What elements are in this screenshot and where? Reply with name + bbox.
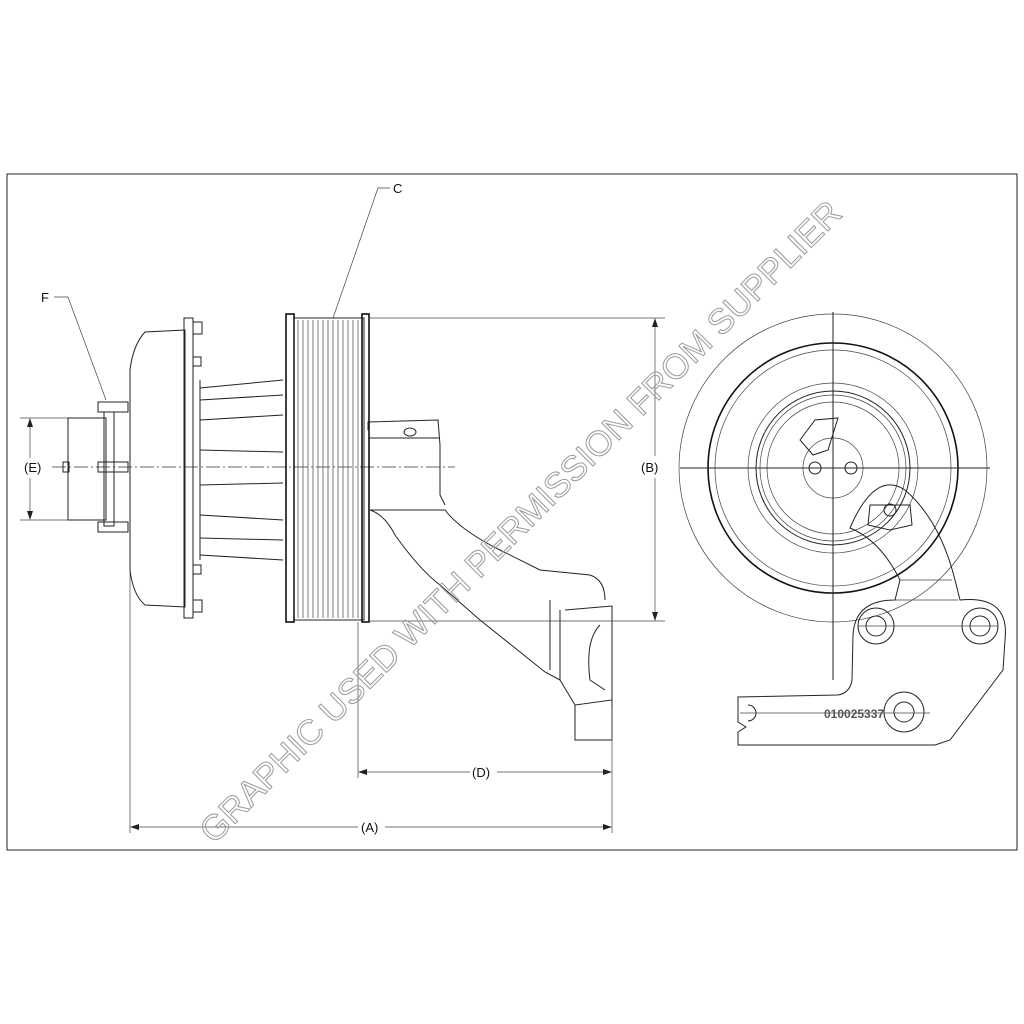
- dimension-arrows: [27, 318, 658, 830]
- watermark: GRAPHIC USED WITH PERMISSION FROM SUPPLI…: [192, 193, 849, 850]
- dimension-a-label: (A): [361, 820, 378, 835]
- dimension-e-label: (E): [24, 460, 41, 475]
- fan-drive-housing: [129, 329, 186, 608]
- drawing-frame: [6, 173, 1018, 851]
- dimension-b-label: (B): [641, 460, 658, 475]
- callout-f-leader: [54, 296, 107, 401]
- pulley: [285, 313, 370, 623]
- mounting-bracket: [367, 419, 613, 741]
- callout-c: C: [393, 181, 402, 196]
- dimension-d-label: (D): [472, 765, 490, 780]
- hub-clip: [799, 417, 839, 456]
- front-view: 010025337: [678, 312, 1006, 746]
- tensioner-arm: [737, 484, 1006, 746]
- hub: [62, 401, 129, 533]
- side-view: [52, 313, 613, 741]
- spider-spokes: [199, 379, 284, 561]
- flange-bolts: [192, 321, 203, 613]
- callout-c-leader: [332, 187, 390, 319]
- callout-f: F: [41, 290, 49, 305]
- mounting-flange: [183, 317, 194, 619]
- part-number: 010025337: [824, 707, 884, 721]
- dimension-lines: [20, 317, 665, 833]
